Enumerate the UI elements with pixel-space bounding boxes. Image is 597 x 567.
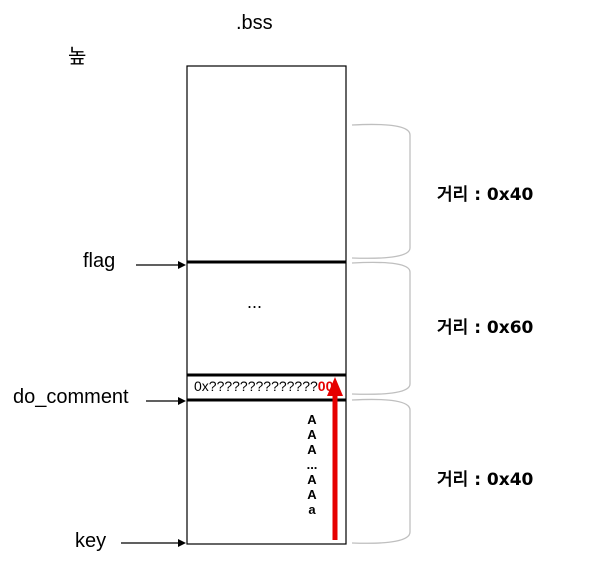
key-byte: A bbox=[307, 487, 317, 502]
distance-brace-1 bbox=[351, 123, 411, 259]
key-byte: A bbox=[307, 427, 317, 442]
do-comment-pointer-arrow bbox=[146, 397, 186, 405]
bss-memory-block bbox=[186, 65, 347, 545]
distance-brace-2 bbox=[351, 261, 411, 395]
flag-label: flag bbox=[83, 250, 116, 272]
distance-label-1: 거리 : 0x40 bbox=[437, 185, 534, 205]
key-pointer-arrow bbox=[121, 539, 186, 547]
null-byte: 00 bbox=[317, 378, 334, 394]
overflow-arrow bbox=[327, 377, 343, 540]
diagram-title: .bss bbox=[236, 12, 273, 34]
high-address-label: 높 bbox=[68, 44, 87, 68]
distance-brace-3 bbox=[351, 398, 411, 544]
do-comment-value: 0x??????????????00 bbox=[194, 378, 333, 394]
key-byte: A bbox=[307, 412, 317, 427]
do-comment-label: do_comment bbox=[13, 386, 129, 408]
key-bytes: A A A ... A A a bbox=[300, 412, 324, 517]
do-comment-address: 0x?????????????? bbox=[194, 378, 318, 394]
key-byte-last: a bbox=[308, 502, 316, 517]
flag-pointer-arrow bbox=[136, 261, 186, 269]
key-byte: A bbox=[307, 442, 317, 457]
distance-label-3: 거리 : 0x40 bbox=[437, 470, 534, 490]
key-label: key bbox=[75, 530, 107, 552]
key-byte-ellipsis: ... bbox=[306, 457, 318, 472]
distance-label-2: 거리 : 0x60 bbox=[437, 318, 534, 338]
key-byte: A bbox=[307, 472, 317, 487]
middle-region-ellipsis: ... bbox=[247, 292, 263, 312]
